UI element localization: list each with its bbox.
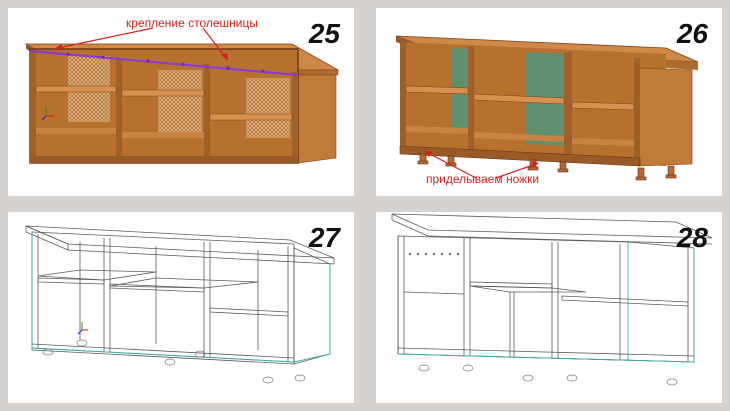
cabinet-tabletop-mount-illustration [24,27,340,164]
step-25-panel: крепление столешницы 25 [8,8,354,196]
cabinet-legs-illustration [395,35,699,181]
step-number: 27 [308,222,340,253]
step-26-panel: приделываем ножки 26 [376,8,722,196]
cabinet-wireframe-back-illustration [391,213,713,386]
step-27-panel: 27 [8,212,354,403]
step-number: 28 [676,222,708,253]
tabletop-mount-label: крепление столешницы [126,16,259,30]
legs-label: приделываем ножки [426,172,540,186]
step-number: 26 [676,18,708,49]
step-number: 25 [308,18,340,49]
cabinet-wireframe-front-illustration [25,225,335,384]
step-28-panel: 28 [376,212,722,403]
